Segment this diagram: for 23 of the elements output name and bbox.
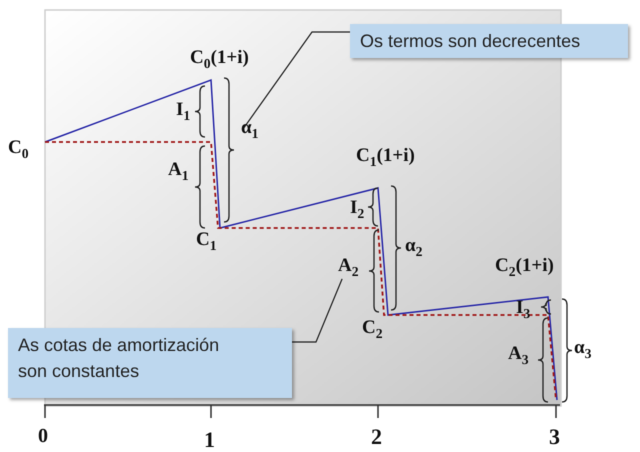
math-label: I$_{3}$ <box>516 298 530 321</box>
math-label: A$_{2}$ <box>338 256 359 279</box>
axis-tick-label: 3 <box>549 425 560 450</box>
axis-tick-label: 1 <box>204 428 215 452</box>
math-label: C$_{0}$ <box>8 138 29 161</box>
math-label: C$_{1}$(1+i) <box>356 146 415 169</box>
leader-line <box>242 31 350 130</box>
math-label: A$_{3}$ <box>508 344 529 367</box>
leader-line <box>292 278 343 343</box>
math-label: C$_{2}$(1+i) <box>495 256 554 279</box>
math-label: C$_{1}$ <box>196 230 217 253</box>
callout-box: As cotas de amortización son constantes <box>8 328 292 398</box>
axis-tick-label: 0 <box>38 425 48 447</box>
callout-box: Os termos son decrecentes <box>350 24 628 58</box>
axis-tick-label: 2 <box>371 425 382 450</box>
math-label: α$_{1}$ <box>241 118 258 141</box>
math-label: A$_{1}$ <box>168 160 189 183</box>
math-label: I$_{2}$ <box>350 198 364 221</box>
math-label: α$_{3}$ <box>574 338 592 361</box>
math-label: α$_{2}$ <box>405 236 422 259</box>
math-label: I$_{1}$ <box>176 100 190 123</box>
math-label: C$_{0}$(1+i) <box>190 48 249 71</box>
math-label: C$_{2}$ <box>362 318 383 341</box>
